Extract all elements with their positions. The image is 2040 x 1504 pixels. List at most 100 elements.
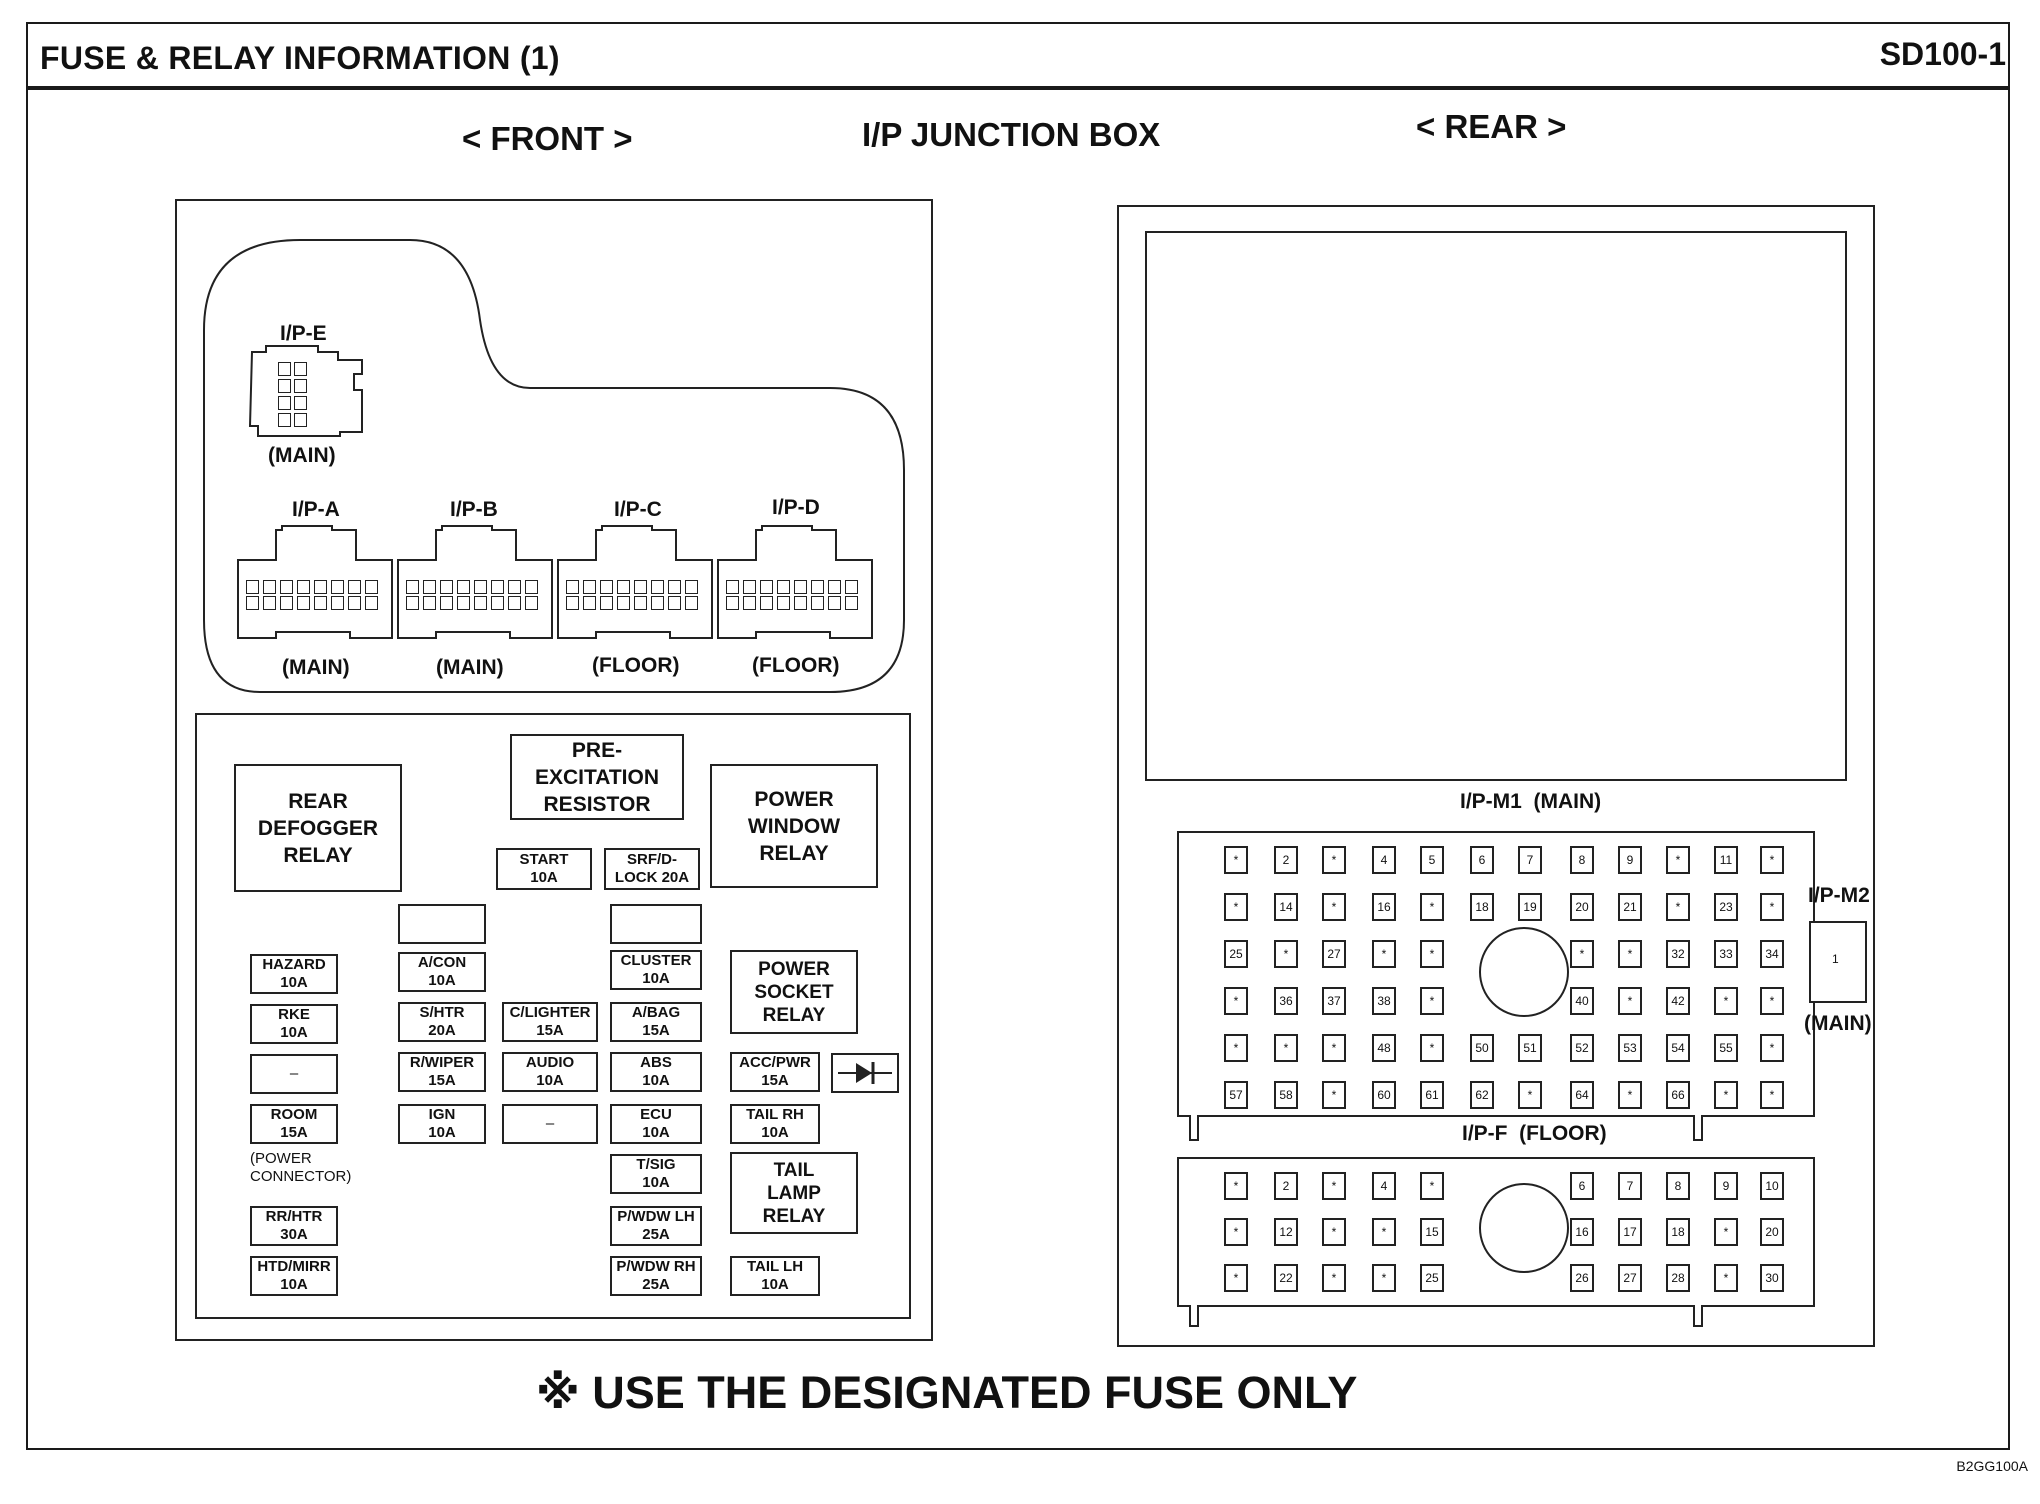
fuse-tsig-name: T/SIG <box>636 1156 676 1173</box>
fuse-rke-rating: 10A <box>280 1024 308 1041</box>
ipf-terminal: * <box>1372 1218 1396 1246</box>
ipm1-terminal: 55 <box>1714 1034 1738 1062</box>
power-socket-relay-line-1: POWER <box>758 958 830 980</box>
fuse-srf-dlock-name: SRF/D- <box>627 851 677 868</box>
ipf-terminal: * <box>1224 1172 1248 1200</box>
ipm1-terminal: * <box>1618 987 1642 1015</box>
fuse-spare-4: – <box>502 1104 598 1144</box>
power-socket-relay-line-3: RELAY <box>762 1004 826 1026</box>
connector-pin <box>406 580 419 594</box>
ipm1-terminal: 52 <box>1570 1034 1594 1062</box>
fuse-cluster-name: CLUSTER <box>620 952 692 969</box>
ipm1-terminal: * <box>1760 846 1784 874</box>
connector-pin <box>348 596 361 610</box>
fuse-warning: ※ USE THE DESIGNATED FUSE ONLY <box>536 1367 1358 1418</box>
connector-pin <box>651 580 664 594</box>
ipm1-type: (MAIN) <box>1533 790 1602 813</box>
fuse-room-rating: 15A <box>280 1124 308 1141</box>
ipf-terminal: 8 <box>1666 1172 1690 1200</box>
power-connector-note: (POWER CONNECTOR) <box>250 1150 351 1186</box>
fuse-tail-rh-name: TAIL RH <box>746 1106 804 1123</box>
connector-pin <box>566 596 579 610</box>
fuse-shtr-rating: 20A <box>428 1022 456 1039</box>
ipf-terminal: 22 <box>1274 1264 1298 1292</box>
ipf-terminal: 30 <box>1760 1264 1784 1292</box>
fuse-start-rating: 10A <box>530 869 558 886</box>
pre-excitation-resistor-line-3: RESISTOR <box>543 792 651 816</box>
ipm1-terminal: 60 <box>1372 1081 1396 1109</box>
power-window-relay: POWER WINDOW RELAY <box>710 764 878 888</box>
connector-pin <box>634 580 647 594</box>
ipm1-terminal: 32 <box>1666 940 1690 968</box>
ipf-terminal: 6 <box>1570 1172 1594 1200</box>
connector-pin <box>263 580 276 594</box>
ipm1-terminal: 40 <box>1570 987 1594 1015</box>
fuse-acc-pwr-name: ACC/PWR <box>739 1054 811 1071</box>
fuse-pwdw-lh-rating: 25A <box>642 1226 670 1243</box>
ipf-terminal: 20 <box>1760 1218 1784 1246</box>
ipm1-terminal: 5 <box>1420 846 1444 874</box>
power-window-relay-line-3: RELAY <box>759 841 829 865</box>
tail-lamp-relay-line-1: TAIL <box>773 1159 815 1181</box>
ipf-terminal: 2 <box>1274 1172 1298 1200</box>
ipm1-terminal: * <box>1224 1034 1248 1062</box>
ipm1-terminal: 4 <box>1372 846 1396 874</box>
connector-pin <box>314 580 327 594</box>
pre-excitation-resistor-line-1: PRE- <box>571 738 623 762</box>
ipf-terminal: 7 <box>1618 1172 1642 1200</box>
ipm1-terminal: 42 <box>1666 987 1690 1015</box>
fuse-abs-rating: 10A <box>642 1072 670 1089</box>
connector-pin <box>845 580 858 594</box>
connector-pin <box>811 596 824 610</box>
ipm1-terminal: 21 <box>1618 893 1642 921</box>
tail-lamp-relay: TAIL LAMP RELAY <box>730 1152 858 1234</box>
pre-excitation-resistor: PRE- EXCITATION RESISTOR <box>510 734 684 820</box>
ipf-terminal: * <box>1420 1172 1444 1200</box>
ipm1-terminal: * <box>1666 893 1690 921</box>
connector-pin <box>845 596 858 610</box>
connector-pin <box>777 596 790 610</box>
ipm1-terminal: * <box>1274 1034 1298 1062</box>
ipa-label: I/P-A <box>292 498 340 521</box>
ipm1-terminal: * <box>1224 846 1248 874</box>
ipe-pin <box>278 413 291 427</box>
ipf-terminal: * <box>1714 1218 1738 1246</box>
ipm1-terminal: 25 <box>1224 940 1248 968</box>
ipm1-terminal: * <box>1322 846 1346 874</box>
fuse-clighter-name: C/LIGHTER <box>509 1004 591 1021</box>
connector-pin <box>726 596 739 610</box>
tail-lamp-relay-line-2: LAMP <box>767 1182 821 1204</box>
ipm1-terminal: * <box>1760 1034 1784 1062</box>
ipf-name: I/P-F <box>1462 1122 1508 1145</box>
ipm1-terminal: 58 <box>1274 1081 1298 1109</box>
ipm1-terminal: 20 <box>1570 893 1594 921</box>
fuse-clighter-rating: 15A <box>536 1022 564 1039</box>
connector-pin <box>668 580 681 594</box>
ipm1-terminal: 62 <box>1470 1081 1494 1109</box>
fuse-htd-mirr-name: HTD/MIRR <box>257 1258 331 1275</box>
connector-pin <box>297 596 310 610</box>
fuse-spare-4-mark: – <box>545 1115 555 1132</box>
ipm1-terminal: 27 <box>1322 940 1346 968</box>
ipm1-terminal: 48 <box>1372 1034 1396 1062</box>
ipm1-terminal: * <box>1372 940 1396 968</box>
connector-pin <box>365 596 378 610</box>
ipf-terminal: 17 <box>1618 1218 1642 1246</box>
header-rule <box>26 86 2010 90</box>
connector-pin <box>440 580 453 594</box>
fuse-acon-rating: 10A <box>428 972 456 989</box>
connector-pin <box>794 596 807 610</box>
ipm1-terminal: 6 <box>1470 846 1494 874</box>
ipm1-terminal: 9 <box>1618 846 1642 874</box>
connector-pin <box>685 596 698 610</box>
ipm1-terminal: * <box>1760 893 1784 921</box>
ipm1-terminal: * <box>1714 1081 1738 1109</box>
ipm1-terminal: 54 <box>1666 1034 1690 1062</box>
junction-box-heading: I/P JUNCTION BOX <box>862 116 1161 153</box>
